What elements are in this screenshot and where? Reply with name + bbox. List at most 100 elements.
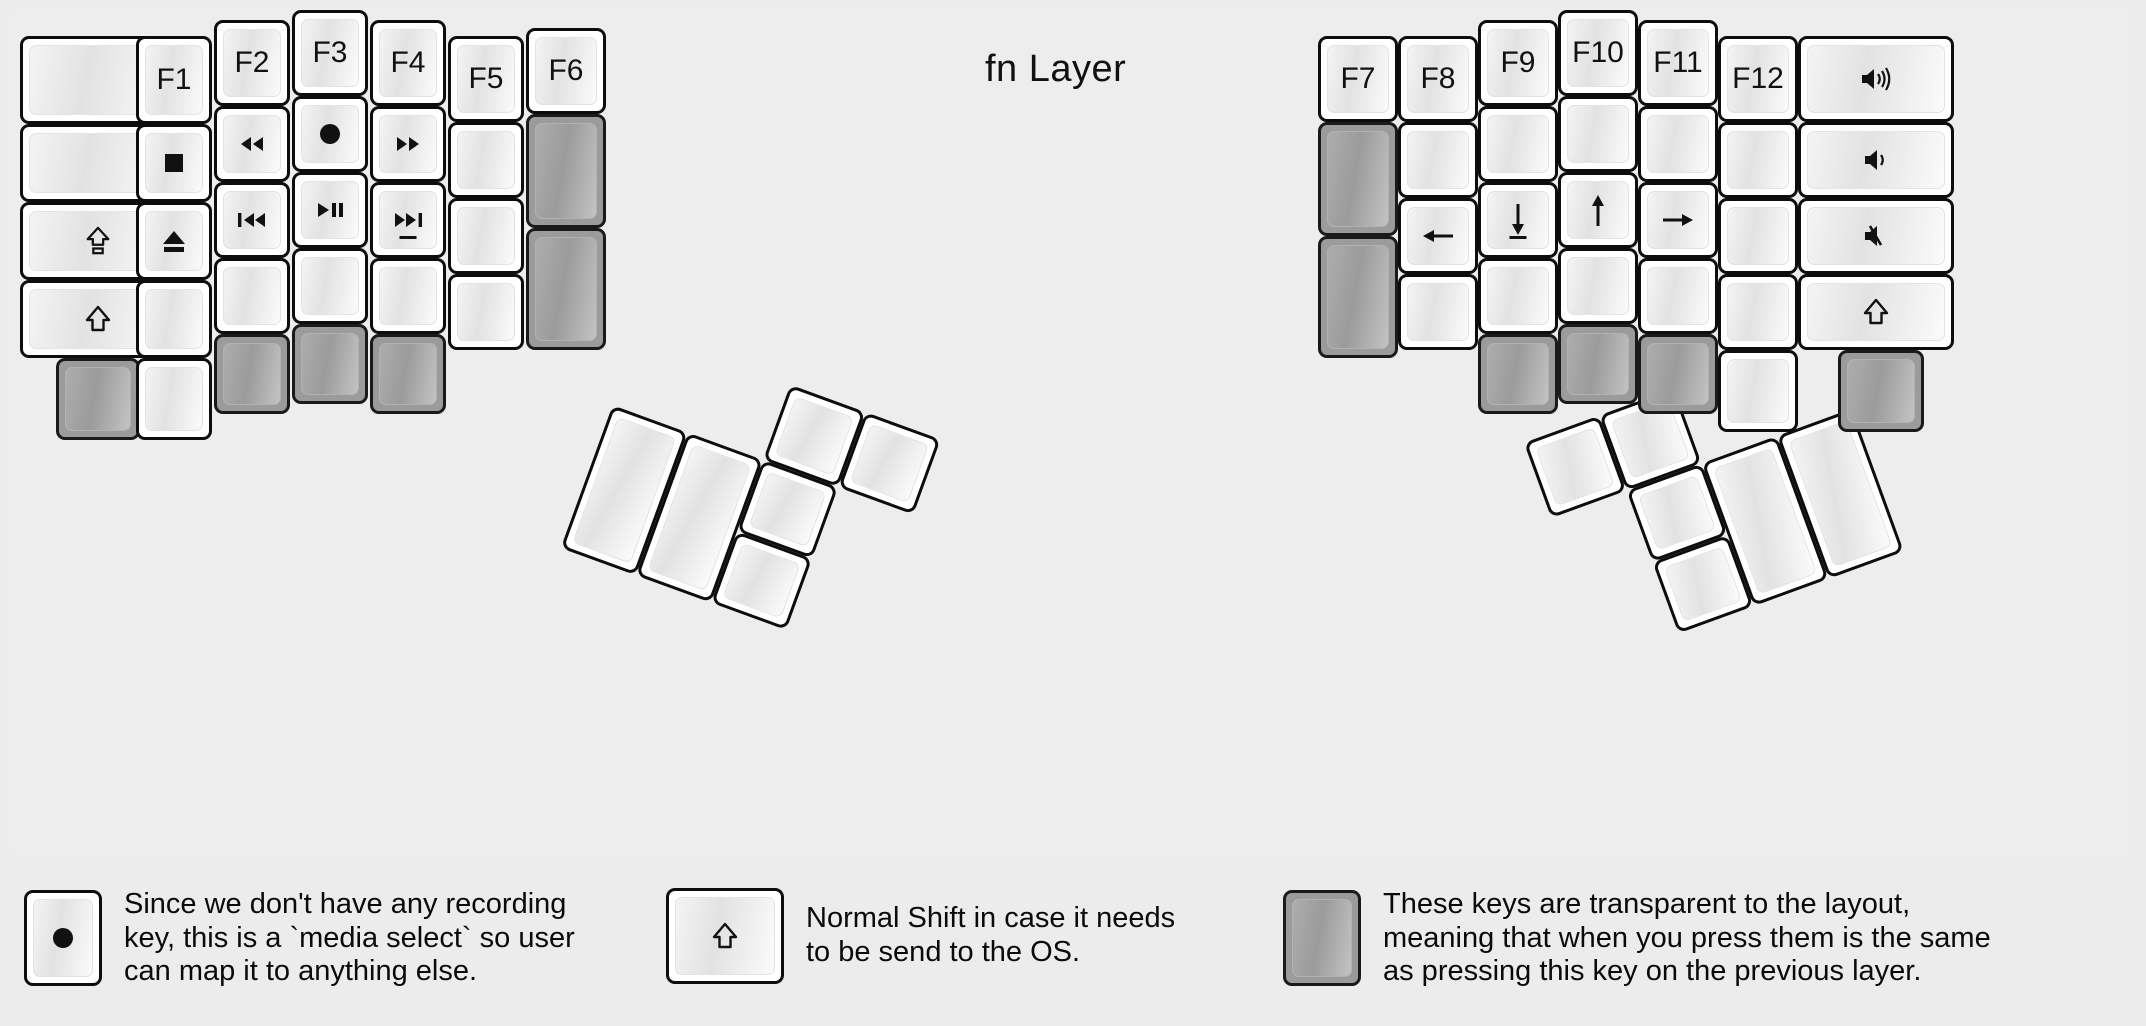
left-c5-r3[interactable] xyxy=(370,182,446,258)
right-c1-r2[interactable] xyxy=(1318,122,1398,236)
right-c4-r5[interactable] xyxy=(1558,324,1638,404)
right-c3-r1[interactable]: F9 xyxy=(1478,20,1558,106)
keycap xyxy=(223,115,281,173)
keycap: F9 xyxy=(1487,29,1549,97)
legend-entry-transparent: These keys are transparent to the layout… xyxy=(1283,888,1991,989)
left-c2-r5[interactable] xyxy=(136,358,212,440)
keycap xyxy=(1535,427,1615,507)
right-c1-r3[interactable] xyxy=(1318,236,1398,358)
left-c1-r5[interactable] xyxy=(56,358,140,440)
keycap xyxy=(457,283,515,341)
keycap xyxy=(675,897,775,975)
right-c5-r2[interactable] xyxy=(1638,106,1718,182)
right-c4-r1[interactable]: F10 xyxy=(1558,10,1638,96)
left-c4-r4[interactable] xyxy=(292,248,368,324)
key-label: F10 xyxy=(1572,36,1624,69)
key-label: F11 xyxy=(1653,46,1703,79)
left-c4-r2[interactable] xyxy=(292,96,368,172)
right-c7-r2[interactable] xyxy=(1798,122,1954,198)
left-c3-r3[interactable] xyxy=(214,182,290,258)
left-c5-r5[interactable] xyxy=(370,334,446,414)
right-c2-r1[interactable]: F8 xyxy=(1398,36,1478,122)
left-c6-r3[interactable] xyxy=(448,198,524,274)
right-c5-r1[interactable]: F11 xyxy=(1638,20,1718,106)
right-c7-r4[interactable] xyxy=(1798,274,1954,350)
right-c4-r4[interactable] xyxy=(1558,248,1638,324)
right-c4-r2[interactable] xyxy=(1558,96,1638,172)
right-c4-r3[interactable] xyxy=(1558,172,1638,248)
right-c3-r5[interactable] xyxy=(1478,334,1558,414)
right-c6-r1[interactable]: F12 xyxy=(1718,36,1798,122)
left-c5-r4[interactable] xyxy=(370,258,446,334)
right-c2-r2[interactable] xyxy=(1398,122,1478,198)
keycap: F5 xyxy=(457,45,515,113)
left-c2-r2[interactable] xyxy=(136,124,212,202)
fast-forward-icon xyxy=(393,134,423,154)
right-c5-r4[interactable] xyxy=(1638,258,1718,334)
volume-up-icon xyxy=(1858,66,1894,92)
keycap: F8 xyxy=(1407,45,1469,113)
left-c6-r1[interactable]: F5 xyxy=(448,36,524,122)
left-c7-r2[interactable] xyxy=(526,114,606,228)
keycap xyxy=(1807,207,1945,265)
left-c6-r4[interactable] xyxy=(448,274,524,350)
keycap xyxy=(748,471,827,548)
left-c7-r3[interactable] xyxy=(526,228,606,350)
keycap xyxy=(1567,333,1629,395)
legend-text-record: Since we don't have any recording key, t… xyxy=(124,888,575,988)
shift-icon xyxy=(1863,298,1889,326)
keycap xyxy=(223,343,281,405)
keycap xyxy=(301,257,359,315)
right-c7-r3[interactable] xyxy=(1798,198,1954,274)
left-c5-r1[interactable]: F4 xyxy=(370,20,446,106)
keycap xyxy=(145,367,203,431)
right-c6-r4[interactable] xyxy=(1718,274,1798,350)
keycap xyxy=(301,333,359,395)
right-c5-r5[interactable] xyxy=(1638,334,1718,414)
right-c1-r1[interactable]: F7 xyxy=(1318,36,1398,122)
right-c2-r4[interactable] xyxy=(1398,274,1478,350)
shift-icon xyxy=(712,922,738,950)
keycap xyxy=(223,191,281,249)
keycap xyxy=(1487,267,1549,325)
keycap xyxy=(1727,207,1789,265)
keycap xyxy=(1327,245,1389,349)
right-c2-r3[interactable] xyxy=(1398,198,1478,274)
right-c5-r3[interactable] xyxy=(1638,182,1718,258)
left-c3-r4[interactable] xyxy=(214,258,290,334)
left-c2-r3[interactable] xyxy=(136,202,212,280)
right-c3-r3[interactable] xyxy=(1478,182,1558,258)
volume-mute-icon xyxy=(1861,223,1891,249)
left-c5-r2[interactable] xyxy=(370,106,446,182)
left-c6-r2[interactable] xyxy=(448,122,524,198)
right-c7-r5[interactable] xyxy=(1838,350,1924,432)
left-c2-r4[interactable] xyxy=(136,280,212,358)
key-underline xyxy=(399,236,417,239)
left-c7-r1[interactable]: F6 xyxy=(526,28,606,114)
keycap xyxy=(1647,191,1709,249)
right-c3-r2[interactable] xyxy=(1478,106,1558,182)
keycap xyxy=(1647,267,1709,325)
eject-icon xyxy=(161,228,187,254)
left-c2-r1[interactable]: F1 xyxy=(136,36,212,124)
left-c3-r5[interactable] xyxy=(214,334,290,414)
left-c4-r5[interactable] xyxy=(292,324,368,404)
arrow-up-icon xyxy=(1587,193,1609,227)
left-c3-r1[interactable]: F2 xyxy=(214,20,290,106)
keycap xyxy=(145,211,203,271)
right-c6-r3[interactable] xyxy=(1718,198,1798,274)
legend-key-record xyxy=(24,890,102,987)
keycap xyxy=(65,367,131,431)
right-c6-r2[interactable] xyxy=(1718,122,1798,198)
keycap xyxy=(1292,899,1352,978)
left-c3-r2[interactable] xyxy=(214,106,290,182)
left-c4-r3[interactable] xyxy=(292,172,368,248)
left-c4-r1[interactable]: F3 xyxy=(292,10,368,96)
right-c7-r1[interactable] xyxy=(1798,36,1954,122)
right-c6-r5[interactable] xyxy=(1718,350,1798,432)
keycap xyxy=(223,267,281,325)
right-c3-r4[interactable] xyxy=(1478,258,1558,334)
keycap xyxy=(1647,343,1709,405)
keycap xyxy=(1807,131,1945,189)
